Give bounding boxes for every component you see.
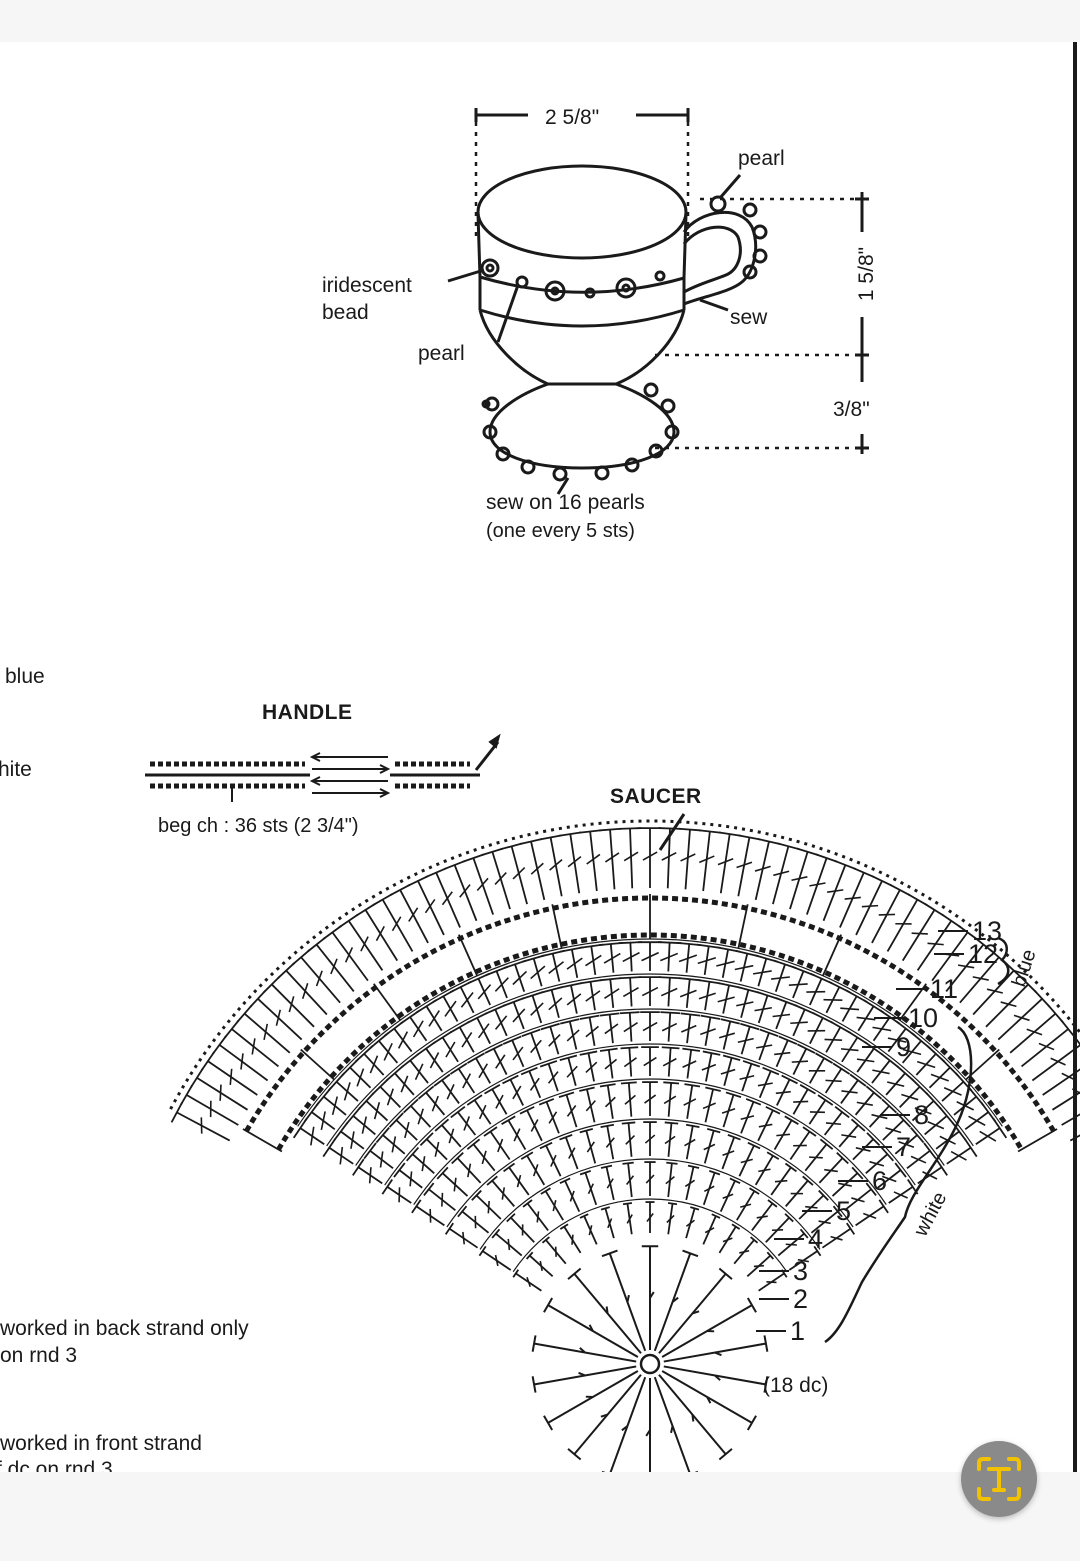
handle-title: HANDLE	[262, 701, 353, 724]
pattern-diagram: 2 5/8" pearl iridescent bead pearl sew 1…	[0, 42, 1080, 1472]
white-rounds-brace	[824, 1025, 973, 1344]
viewer-bottom-bar	[0, 1472, 1080, 1561]
legend-back-strand-rnd: on rnd 3	[0, 1344, 77, 1367]
saucer-white-label: white	[910, 1188, 952, 1240]
legend-blue-label: blue	[5, 665, 45, 688]
handle-beg-ch-label: beg ch : 36 sts (2 3/4")	[158, 815, 359, 837]
text-recognition-button[interactable]	[961, 1441, 1037, 1517]
round-number-8: 8	[914, 1100, 929, 1130]
legend-front-strand-label: worked in front strand	[0, 1432, 202, 1455]
round-number-9: 9	[896, 1032, 911, 1062]
cup-pearl-handle-label: pearl	[738, 147, 785, 170]
cup-width-label: 2 5/8"	[545, 106, 599, 129]
round-number-5: 5	[836, 1196, 851, 1226]
saucer-title: SAUCER	[610, 785, 702, 808]
cup-diagram	[447, 108, 869, 495]
round-number-11: 11	[930, 974, 958, 1004]
legend-front-strand-rnd: f dc on rnd 3	[0, 1458, 113, 1472]
sew-pearls-label: sew on 16 pearls	[486, 491, 645, 514]
cup-base-label: 3/8"	[833, 398, 870, 421]
cup-iridescent-label: iridescent	[322, 274, 412, 297]
legend-back-strand-label: worked in back strand only	[0, 1317, 249, 1340]
round-number-13: 13	[972, 916, 1002, 946]
cup-height-label: 1 5/8"	[855, 247, 878, 301]
round-number-7: 7	[896, 1132, 911, 1162]
round-number-1: 1	[790, 1316, 805, 1346]
cup-sew-label: sew	[730, 306, 768, 329]
saucer-start-arrow	[658, 813, 686, 851]
cup-pearl-band-label: pearl	[418, 342, 465, 365]
saucer-stitch-chart	[169, 819, 1080, 1472]
blue-rounds-brace	[997, 936, 1010, 986]
handle-chart	[145, 733, 501, 802]
round-number-10: 10	[908, 1003, 938, 1033]
round-number-4: 4	[808, 1224, 823, 1254]
cup-bead-label: bead	[322, 301, 369, 324]
round-number-2: 2	[793, 1284, 808, 1314]
viewer-top-bar	[0, 0, 1080, 42]
sew-pearls-note: (one every 5 sts)	[486, 520, 635, 542]
saucer-center-count: (18 dc)	[763, 1374, 828, 1397]
text-recognition-icon	[977, 1457, 1021, 1501]
round-number-6: 6	[872, 1166, 887, 1196]
pattern-page: 2 5/8" pearl iridescent bead pearl sew 1…	[0, 42, 1080, 1472]
legend-white-label: hite	[0, 758, 32, 781]
round-number-3: 3	[793, 1256, 808, 1286]
round-number-12: 12	[968, 939, 998, 969]
